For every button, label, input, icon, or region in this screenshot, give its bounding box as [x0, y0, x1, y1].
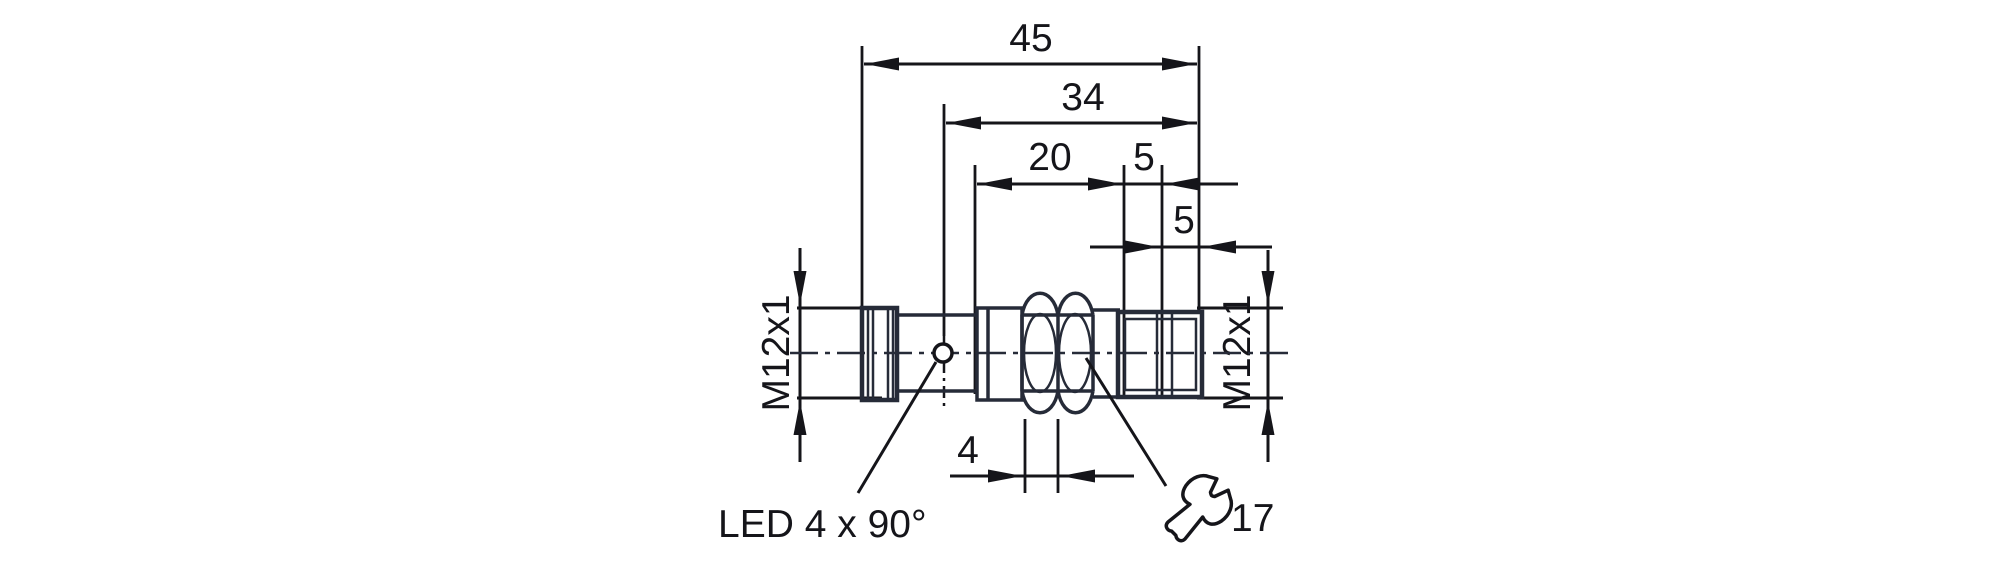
dimension-5-lower-label: 5 — [1173, 199, 1195, 242]
nut-bottom-chamfer — [1020, 390, 1060, 415]
wrench-leader-line — [1084, 357, 1168, 487]
dimension-34-label: 34 — [1061, 76, 1104, 119]
arrowhead-up — [1261, 401, 1275, 435]
dimension-5-lower: 5 — [1090, 199, 1272, 254]
arrowhead-right — [1162, 116, 1196, 130]
dimension-45-label: 45 — [1009, 17, 1052, 60]
arrowhead-right — [1088, 177, 1122, 191]
connector-inner-edge — [1123, 317, 1198, 392]
dimension-45: 45 — [864, 17, 1197, 71]
arrowhead-right — [1162, 57, 1196, 71]
nut-bottom-chamfer — [1056, 390, 1095, 415]
arrowhead-down — [793, 271, 807, 305]
dimension-5-upper-label: 5 — [1133, 136, 1155, 179]
sensor-body — [790, 291, 1292, 415]
nut-top-chamfer — [1020, 291, 1060, 316]
arrowhead-left — [865, 57, 899, 71]
led-label: LED 4 x 90° — [718, 503, 927, 546]
arrowhead-left — [1125, 240, 1159, 254]
led-indicator: LED 4 x 90° — [718, 342, 954, 546]
dimension-20-label: 20 — [1028, 136, 1071, 179]
arrowhead-up — [793, 401, 807, 435]
arrowhead-outside — [1165, 177, 1199, 191]
wrench-icon — [1164, 473, 1234, 543]
wrench-size-label: 17 — [1231, 497, 1274, 540]
dimension-4: 4 — [950, 429, 1134, 483]
wrench-size-callout: 17 — [1084, 357, 1274, 543]
nut-facet-arc — [1022, 312, 1058, 394]
dimension-20-and-5: 20 5 — [977, 136, 1238, 191]
arrowhead-right — [1202, 240, 1236, 254]
arrowhead-left — [988, 469, 1022, 483]
extension-lines — [860, 46, 1201, 493]
led-leader-line — [856, 361, 938, 494]
arrowhead-left — [947, 116, 981, 130]
led-dot — [932, 342, 954, 364]
dimension-34: 34 — [946, 76, 1197, 130]
nut-top-chamfer — [1056, 291, 1095, 316]
arrowhead-down — [1261, 271, 1275, 305]
connector-thread-section — [1115, 309, 1205, 400]
thread-dimension-right: M12x1 — [1197, 250, 1283, 462]
wrench-shape — [1164, 473, 1234, 543]
arrowhead-left — [978, 177, 1012, 191]
dimension-4-label: 4 — [957, 429, 979, 472]
arrowhead-right — [1061, 469, 1095, 483]
